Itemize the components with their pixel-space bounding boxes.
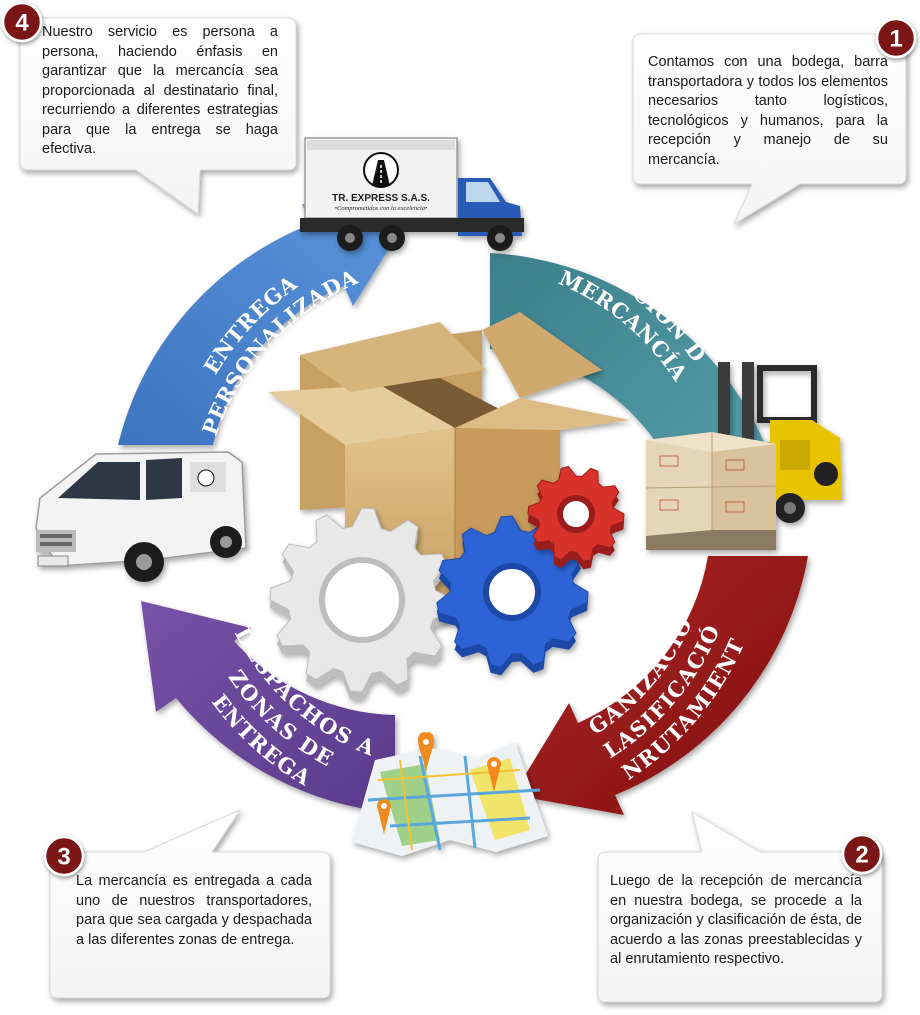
van-icon bbox=[35, 451, 247, 582]
arrow-step-3-despachos bbox=[141, 601, 395, 813]
arrow-step-4-entrega bbox=[118, 204, 407, 445]
arrow-step-2-organizacion bbox=[513, 556, 808, 815]
gear-icon-white bbox=[269, 507, 455, 700]
map-icon bbox=[352, 732, 548, 856]
badge-step-2: 2 bbox=[841, 833, 883, 875]
badge-number-step-1: 1 bbox=[889, 26, 902, 53]
gear-icon-red bbox=[527, 466, 625, 570]
truck-icon: TR. EXPRESS S.A.S. •Comprometidos con la… bbox=[300, 137, 524, 251]
badge-step-1: 1 bbox=[875, 17, 917, 59]
description-step-3: La mercancía es entregada a cada uno de … bbox=[76, 873, 312, 948]
badge-number-step-4: 4 bbox=[15, 10, 29, 37]
badge-step-4: 4 bbox=[1, 1, 43, 43]
description-step-1: Contamos con una bodega, barra transport… bbox=[648, 54, 888, 168]
gear-icon bbox=[269, 466, 625, 700]
description-step-2: Luego de la recepción de mercancía en nu… bbox=[610, 873, 862, 967]
badge-number-step-2: 2 bbox=[855, 842, 868, 869]
truck-sign-name: TR. EXPRESS S.A.S. bbox=[332, 193, 430, 204]
forklift-icon bbox=[645, 362, 842, 550]
truck-sign-slogan: •Comprometidos con la excelencia• bbox=[335, 205, 428, 212]
gear-icon-blue bbox=[436, 515, 589, 676]
badge-step-3: 3 bbox=[43, 835, 85, 877]
description-step-4: Nuestro servicio es persona a persona, h… bbox=[42, 24, 278, 157]
badge-number-step-3: 3 bbox=[57, 844, 70, 871]
